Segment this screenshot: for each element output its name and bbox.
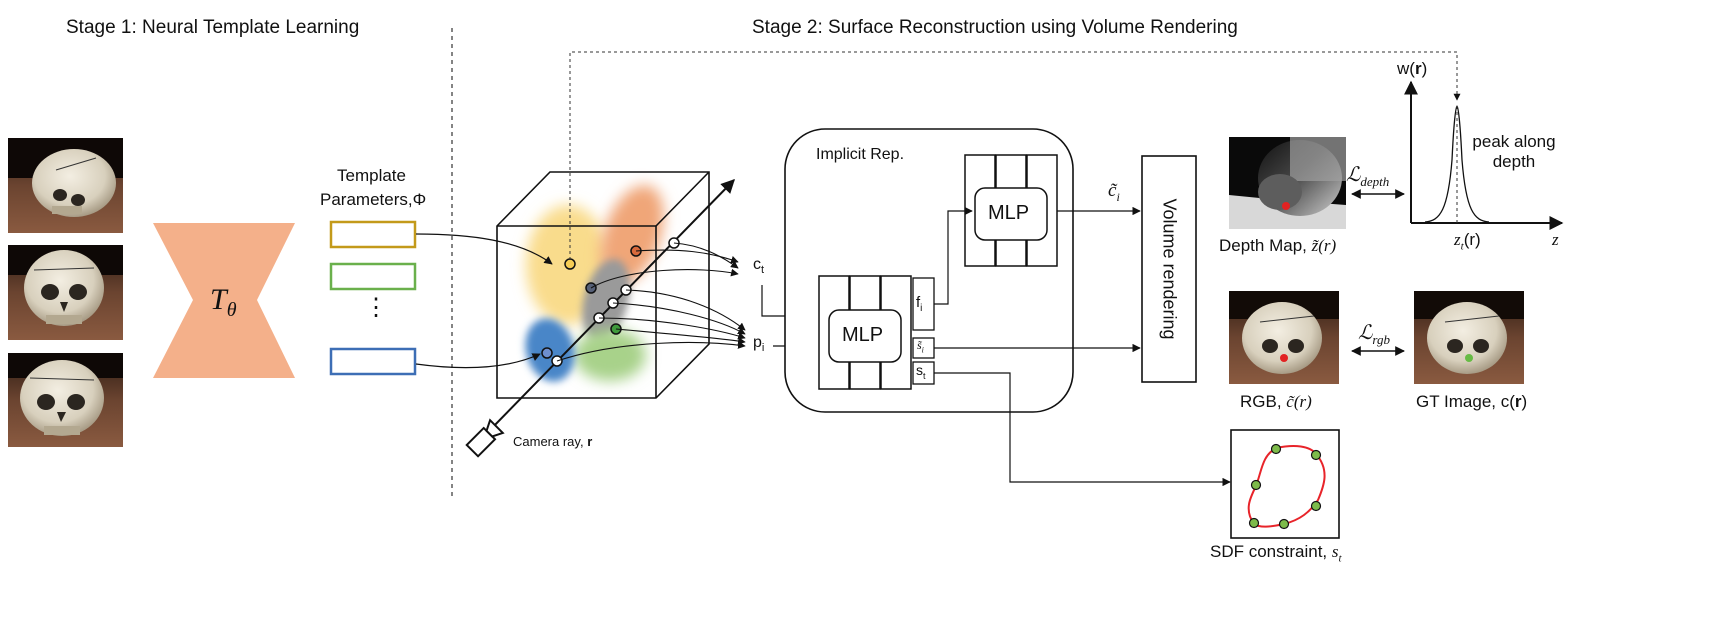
st-sub: t xyxy=(923,370,926,381)
rgb-loss-label: ℒrgb xyxy=(1358,320,1390,348)
st-label: st xyxy=(916,362,926,381)
rgb-text: RGB, xyxy=(1240,392,1287,411)
pi-sub: i xyxy=(761,342,765,355)
sdf-label: SDF constraint, st xyxy=(1210,542,1342,564)
template-params-line2: Parameters,Φ xyxy=(320,190,427,209)
gt-r: r xyxy=(1514,392,1522,411)
ct-label: ct xyxy=(753,256,764,276)
implicit-rep-title: Implicit Rep. xyxy=(816,146,905,163)
st-symbol: s xyxy=(916,362,923,378)
fi-label: fi xyxy=(916,294,922,314)
sdf-math: s xyxy=(1331,542,1339,561)
depth-map-image xyxy=(1229,137,1346,229)
depth-loss-label: ℒdepth xyxy=(1346,162,1389,190)
ci-symbol: c̃ xyxy=(1108,180,1117,201)
template-params-line1: Template xyxy=(337,166,406,185)
template-params-ellipsis: ⋮ xyxy=(364,294,388,321)
peak-label-line2: depth xyxy=(1492,152,1536,171)
depth-loss-script: ℒ xyxy=(1346,164,1361,186)
camera-ray-text: Camera ray, xyxy=(513,434,584,449)
depth-loss-sub: depth xyxy=(1360,174,1390,189)
fi-to-mlp-arrow xyxy=(934,206,973,305)
gt-image xyxy=(1414,291,1524,384)
param-box-1 xyxy=(329,220,417,249)
st-to-sdf-arrow xyxy=(934,372,1231,487)
zt-label: zt(r) xyxy=(1454,230,1481,252)
dashed-feedback-line xyxy=(569,51,1461,260)
feature-arrows xyxy=(556,242,746,362)
depth-map-text: Depth Map, xyxy=(1219,236,1312,255)
param-box-2 xyxy=(329,262,417,291)
param-box-3 xyxy=(329,347,417,376)
pi-label: pi xyxy=(753,334,764,354)
si-label: s̃i xyxy=(917,338,924,354)
ylabel-close: ) xyxy=(1421,59,1428,78)
anchor-point-blue xyxy=(541,347,553,359)
peak-label-line1: peak along xyxy=(1472,132,1556,151)
sdf-text: SDF constraint, xyxy=(1210,542,1332,561)
input-photo-3 xyxy=(8,353,123,447)
main-mlp-block xyxy=(818,275,912,390)
camera-ray-symbol: r xyxy=(587,434,593,449)
depth-map-math: z̃(r) xyxy=(1311,236,1337,255)
gt-close: ) xyxy=(1521,392,1528,411)
volume-rendering-label: Volume rendering xyxy=(1159,198,1180,340)
weight-plot-ylabel: w(r) xyxy=(1397,59,1427,79)
zt-symbol: z xyxy=(1454,230,1461,249)
rgb-image xyxy=(1229,291,1339,384)
ylabel-r: r xyxy=(1414,59,1422,78)
param-arrow-3 xyxy=(415,353,541,369)
ylabel-text: w( xyxy=(1397,59,1415,78)
stage2-title: Stage 2: Surface Reconstruction using Vo… xyxy=(752,17,1238,38)
si-sub: i xyxy=(921,345,924,355)
sdf-sub: t xyxy=(1338,552,1342,565)
si-symbol: s̃ xyxy=(917,338,922,352)
template-network-shape xyxy=(153,223,295,378)
stage1-title: Stage 1: Neural Template Learning xyxy=(66,17,360,38)
rgb-math: c̃(r) xyxy=(1286,392,1312,411)
top-mlp-label: MLP xyxy=(988,202,1030,224)
gt-text: GT Image, c( xyxy=(1416,392,1515,411)
ct-symbol: c xyxy=(753,256,761,273)
main-mlp-label: MLP xyxy=(842,324,884,346)
ci-sub: i xyxy=(1116,189,1120,204)
param-arrow-1 xyxy=(415,233,553,265)
fi-sub: i xyxy=(920,303,923,314)
template-net-symbol: T xyxy=(210,283,227,316)
anchor-point-yellow xyxy=(564,258,576,270)
volume-cube xyxy=(496,171,710,399)
rgb-loss-sub: rgb xyxy=(1372,332,1390,347)
template-net-label: Tθ xyxy=(210,283,237,322)
pi-symbol: p xyxy=(753,334,762,351)
zt-arg: (r) xyxy=(1463,230,1481,249)
rgb-label: RGB, c̃(r) xyxy=(1240,392,1312,412)
weight-plot-xlabel: z xyxy=(1552,230,1559,249)
depth-map-label: Depth Map, z̃(r) xyxy=(1219,236,1336,256)
ct-sub: t xyxy=(761,264,765,277)
weight-plot xyxy=(1404,80,1564,230)
gt-label: GT Image, c(r) xyxy=(1416,392,1527,412)
sdf-points xyxy=(1248,443,1322,530)
zt-sub: t xyxy=(1460,240,1464,253)
top-mlp-block xyxy=(964,154,1058,267)
volume-rendering-box xyxy=(1141,155,1197,383)
input-photo-2 xyxy=(8,245,123,340)
ci-label: c̃i xyxy=(1108,180,1120,205)
fi-symbol: f xyxy=(916,294,921,311)
camera-icon xyxy=(465,418,505,458)
input-photo-1 xyxy=(8,138,123,233)
rgb-loss-script: ℒ xyxy=(1358,322,1373,344)
template-net-subscript: θ xyxy=(226,299,237,321)
camera-ray-label: Camera ray, r xyxy=(513,434,592,449)
